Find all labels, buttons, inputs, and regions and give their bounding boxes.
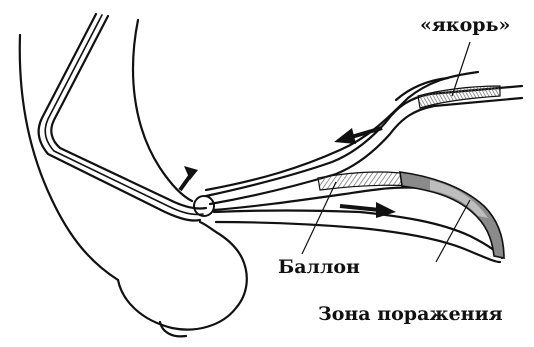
coronary-lower-wall: [214, 187, 420, 210]
main-vessel-upper: [214, 211, 502, 259]
lesion-leader: [436, 200, 470, 262]
catheter-outer-2: [51, 16, 206, 209]
aortic-root-bulb: [118, 222, 247, 330]
catheter-inner: [45, 15, 203, 215]
lesion-zone-label: Зона поражения: [318, 305, 503, 324]
arrow-up-right-icon: [180, 166, 198, 190]
wire-lower: [210, 98, 522, 204]
lesion-zone-light: [430, 180, 488, 218]
aorta-right-wall: [133, 20, 192, 201]
ostium-circle: [194, 196, 214, 216]
balloon-leader: [302, 182, 336, 254]
anchor-label: «якорь»: [420, 16, 510, 35]
balloon-label: Баллон: [278, 258, 360, 277]
leader-lines: [302, 42, 470, 262]
